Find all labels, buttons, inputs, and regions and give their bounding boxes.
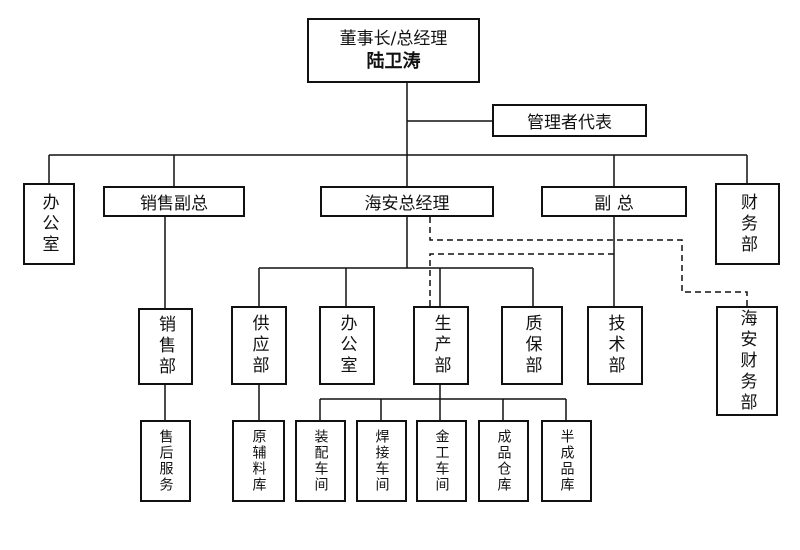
raw-material-store-label: 原辅料库	[250, 429, 267, 493]
office-2-box: 办公室	[319, 306, 375, 385]
raw-material-store-box: 原辅料库	[232, 420, 285, 502]
production-dept-box: 生产部	[413, 306, 469, 385]
after-sales-label: 售后服务	[157, 429, 174, 493]
haian-finance-label: 海安财务部	[736, 308, 757, 414]
office-box: 办公室	[23, 183, 75, 265]
after-sales-box: 售后服务	[140, 420, 191, 502]
chairman-name: 陆卫涛	[366, 50, 421, 72]
management-rep-label: 管理者代表	[527, 113, 612, 133]
supply-dept-label: 供应部	[248, 314, 269, 377]
finance-box: 财务部	[715, 183, 780, 265]
production-dept-label: 生产部	[430, 314, 451, 377]
quality-dept-label: 质保部	[521, 314, 542, 377]
vp-label: 副 总	[594, 194, 634, 214]
haian-gm-label: 海安总经理	[364, 194, 450, 214]
welding-workshop-box: 焊接车间	[356, 420, 407, 502]
semi-finished-store-box: 半成品库	[541, 420, 592, 502]
semi-finished-store-label: 半成品库	[558, 429, 575, 493]
finished-goods-store-label: 成品仓库	[495, 429, 512, 493]
tech-dept-box: 技术部	[587, 306, 643, 385]
vp-box: 副 总	[541, 186, 687, 217]
finance-label: 财务部	[737, 192, 757, 256]
supply-dept-box: 供应部	[231, 306, 287, 385]
line-dashed-production	[429, 253, 614, 306]
sales-vp-box: 销售副总	[103, 186, 245, 217]
haian-gm-box: 海安总经理	[320, 186, 494, 217]
quality-dept-box: 质保部	[501, 306, 563, 385]
sales-dept-label: 销售部	[155, 315, 175, 378]
tech-dept-label: 技术部	[604, 314, 625, 377]
sales-dept-box: 销售部	[138, 308, 193, 385]
metalwork-workshop-box: 金工车间	[416, 420, 467, 502]
assembly-workshop-label: 装配车间	[312, 429, 329, 493]
management-rep-box: 管理者代表	[492, 104, 647, 137]
line-dashed-finance	[429, 217, 748, 306]
haian-finance-box: 海安财务部	[716, 306, 778, 416]
welding-workshop-label: 焊接车间	[373, 429, 390, 493]
metalwork-workshop-label: 金工车间	[433, 429, 450, 493]
chairman-title: 董事长/总经理	[339, 28, 448, 49]
sales-vp-label: 销售副总	[140, 194, 208, 214]
office-2-label: 办公室	[336, 314, 357, 377]
chairman-box: 董事长/总经理 陆卫涛	[307, 18, 480, 83]
assembly-workshop-box: 装配车间	[295, 420, 346, 502]
finished-goods-store-box: 成品仓库	[478, 420, 529, 502]
office-label: 办公室	[38, 192, 59, 256]
